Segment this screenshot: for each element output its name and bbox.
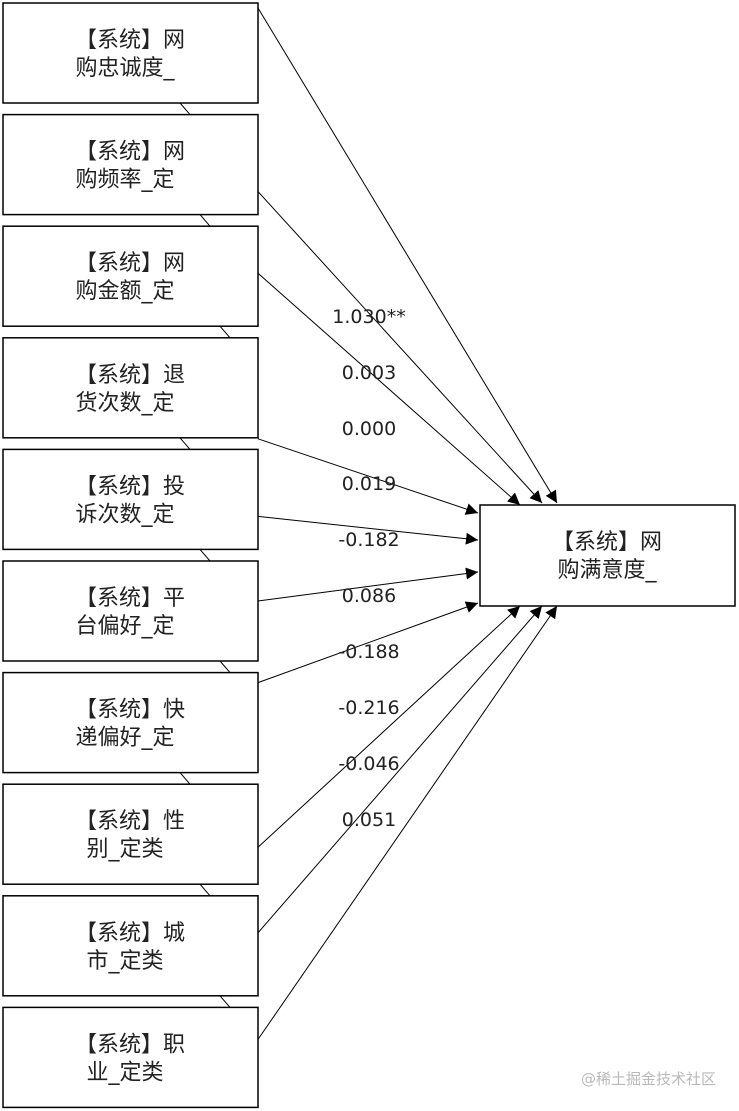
box-connector-4 <box>179 437 191 450</box>
outcome-box <box>479 504 736 607</box>
box-connector-8 <box>199 883 211 897</box>
path-coefficient-5: -0.182 <box>338 529 399 551</box>
path-coefficient-3: 0.000 <box>342 418 396 440</box>
path-arrow-6 <box>257 567 479 602</box>
outcome-label-line1: 【系统】网 <box>552 530 662 555</box>
predictor-label-line2: 货次数_定 <box>75 391 174 416</box>
regression-paths <box>257 7 558 1040</box>
path-coefficient-10: 0.051 <box>342 809 396 831</box>
path-arrow-1 <box>257 7 558 504</box>
outcome-label-line2: 购满意度_ <box>557 558 657 583</box>
predictor-box <box>2 2 259 104</box>
path-coefficient-2: 0.003 <box>342 362 396 384</box>
path-arrow-10 <box>257 605 558 1040</box>
predictor-label-line1: 【系统】快 <box>75 698 185 723</box>
path-coefficient-1: 1.030** <box>332 306 405 328</box>
predictor-label-line1: 【系统】平 <box>75 586 185 611</box>
predictor-label-line1: 【系统】性 <box>75 809 185 834</box>
predictor-box <box>2 448 259 551</box>
path-coefficient-4: 0.019 <box>342 473 396 495</box>
predictor-label-line2: 诉次数_定 <box>75 502 174 527</box>
path-coefficient-9: -0.046 <box>338 753 399 775</box>
path-arrow-3 <box>257 272 521 506</box>
predictor-label-line2: 购频率_定 <box>75 168 174 193</box>
box-connector-2 <box>199 214 211 227</box>
predictor-label-line2: 递偏好_定 <box>75 726 174 751</box>
path-coefficient-7: -0.188 <box>338 641 399 663</box>
path-arrow-5 <box>257 515 479 545</box>
box-connector-7 <box>179 772 191 785</box>
path-arrow-2 <box>257 191 543 504</box>
predictor-label-line1: 【系统】投 <box>75 474 185 499</box>
path-arrow-9 <box>257 605 543 934</box>
predictor-box <box>2 113 259 216</box>
predictor-node-10: 【系统】职业_定类 <box>2 1006 259 1109</box>
predictor-label-line2: 购金额_定 <box>75 279 174 304</box>
predictor-box <box>2 783 259 885</box>
box-connectors <box>179 102 231 1008</box>
predictor-node-8: 【系统】性别_定类 <box>2 783 259 885</box>
predictor-box <box>2 895 259 997</box>
predictor-label-line2: 购忠诚度_ <box>75 56 175 81</box>
predictor-label-line1: 【系统】网 <box>75 140 185 165</box>
coefficient-labels: 1.030** 0.003 0.000 0.019 -0.182 0.086 -0.188 -… <box>332 306 405 831</box>
path-arrow-8 <box>257 605 521 848</box>
predictor-label-line1: 【系统】职 <box>75 1032 185 1057</box>
predictor-box <box>2 671 259 774</box>
predictor-label-line2: 市_定类 <box>86 949 163 974</box>
predictor-label-line2: 业_定类 <box>86 1060 163 1085</box>
predictor-box <box>2 1006 259 1109</box>
predictor-label-line1: 【系统】退 <box>75 363 185 388</box>
path-arrow-4 <box>257 438 479 515</box>
watermark: @稀土掘金技术社区 <box>581 1070 716 1088</box>
box-connector-9 <box>219 995 231 1008</box>
predictor-label-line1: 【系统】网 <box>75 251 185 276</box>
outcome-node: 【系统】网 购满意度_ <box>479 504 736 607</box>
box-connector-5 <box>199 549 211 562</box>
box-connector-3 <box>219 325 231 339</box>
predictor-label-line1: 【系统】网 <box>75 28 185 53</box>
box-connector-1 <box>179 102 191 115</box>
predictor-node-9: 【系统】城市_定类 <box>2 895 259 997</box>
predictor-label-line1: 【系统】城 <box>75 921 185 946</box>
predictor-label-line2: 别_定类 <box>86 837 163 862</box>
path-arrow-7 <box>257 601 479 684</box>
predictor-box <box>2 225 259 327</box>
predictor-box <box>2 337 259 439</box>
path-coefficient-6: 0.086 <box>342 585 396 607</box>
predictor-boxes: 【系统】网购忠诚度_【系统】网购频率_定【系统】网购金额_定【系统】退货次数_定… <box>2 2 259 1109</box>
box-connector-6 <box>219 660 231 673</box>
predictor-box <box>2 560 259 662</box>
path-coefficient-8: -0.216 <box>338 697 399 719</box>
predictor-label-line2: 台偏好_定 <box>75 614 174 639</box>
